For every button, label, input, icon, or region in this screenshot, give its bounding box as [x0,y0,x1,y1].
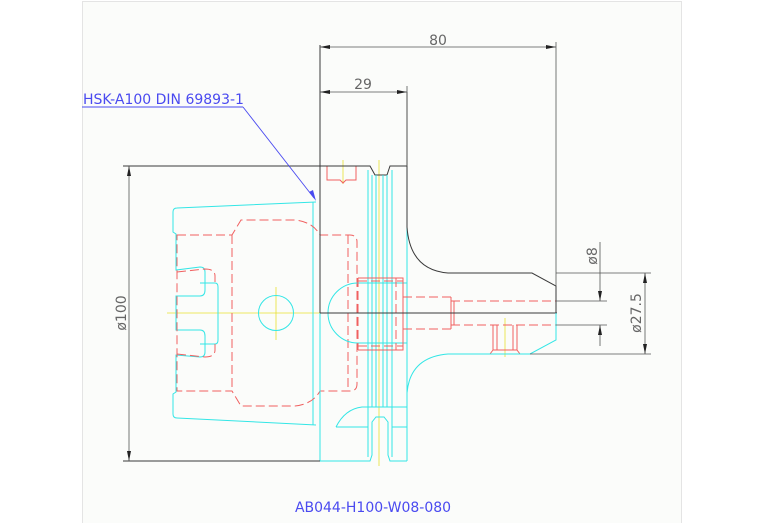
dim-body-diameter: ø100 [114,295,130,330]
hidden-lines-bore [357,277,556,355]
annotations: HSK-A100 DIN 69893-1 AB044-H100-W08-080 [82,92,451,516]
dim-flange-length: 29 [354,77,372,93]
dim-nose-diameter: ø27.5 [629,293,645,333]
coolant-hole [258,295,294,331]
part-number: AB044-H100-W08-080 [295,500,451,516]
dimensions: 80 29 ø100 ø8 ø27.5 [114,33,651,461]
dim-overall-length: 80 [429,33,447,49]
hsk-shank [172,201,317,426]
nose [319,45,557,394]
interface-label: HSK-A100 DIN 69893-1 [83,92,244,108]
hidden-lines-shank [176,166,358,407]
dim-bore-diameter: ø8 [585,247,601,264]
drawing-sheet [82,1,682,523]
